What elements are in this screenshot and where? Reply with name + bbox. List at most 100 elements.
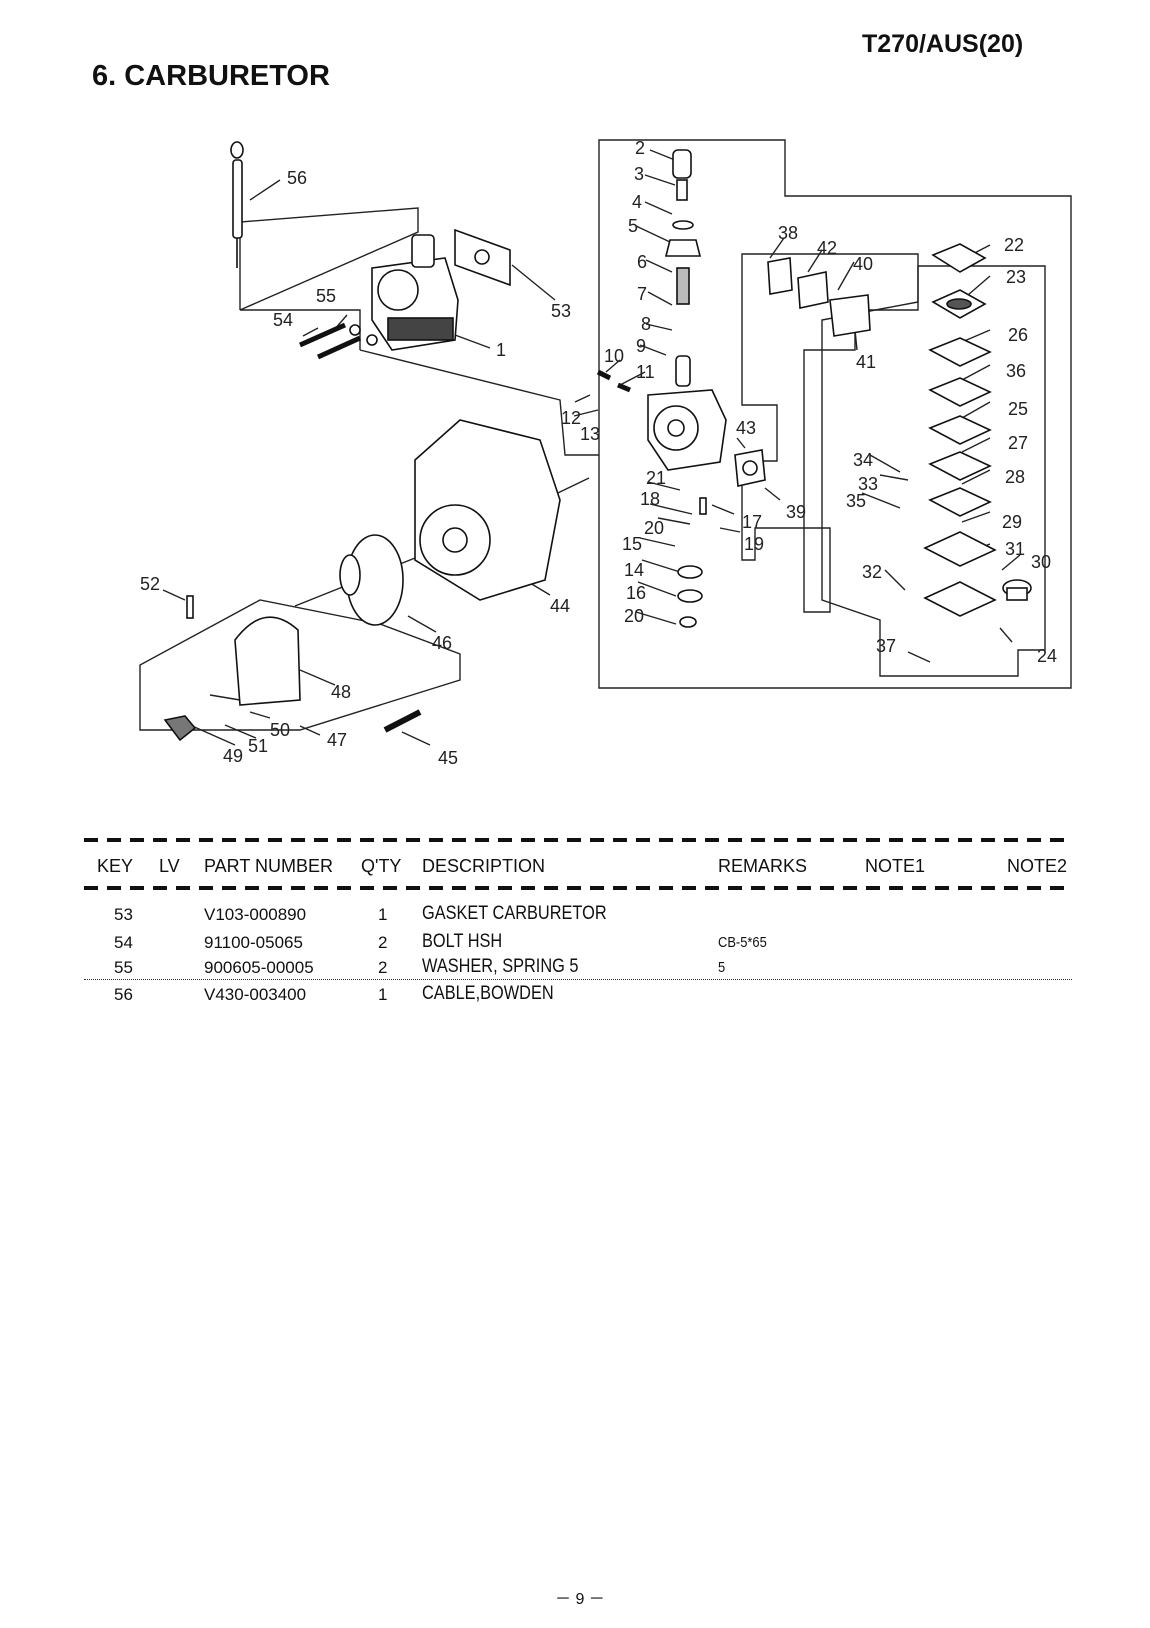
callout: 47 [327,730,347,750]
callout: 38 [778,223,798,243]
callout: 17 [742,512,762,532]
table-cell-qty: 1 [378,985,388,1004]
table-top-rule [84,838,1070,842]
callout: 37 [876,636,896,656]
callout: 8 [641,314,651,334]
callout: 7 [637,284,647,304]
callout: 20 [624,606,644,626]
callout: 12 [561,408,581,428]
table-cell-part: V103-000890 [204,905,307,924]
bowden-cable-part [232,159,243,239]
table-cell-key: 56 [114,985,133,1004]
table-cell-desc: WASHER, SPRING 5 [422,956,579,977]
callout: 3 [634,164,644,184]
callout: 34 [853,450,873,470]
callout: 15 [622,534,642,554]
table-cell-key: 54 [114,933,133,952]
callout: 24 [1037,646,1057,666]
table-header-rule [84,886,1070,890]
callout: 25 [1008,399,1028,419]
callout: 42 [817,238,837,258]
callout: 1 [496,340,506,360]
callout: 6 [637,252,647,272]
bolt-part [298,322,347,348]
callout-numbers: 1 2 3 4 5 6 7 8 9 10 11 12 13 14 15 16 1… [140,138,1057,768]
page-title: 6. CARBURETOR [92,60,330,92]
body-link-line [359,349,599,456]
callout: 33 [858,474,878,494]
carb-assembly-outline [239,207,419,311]
callout: 39 [786,502,806,522]
diaphragm-stack [923,243,1032,617]
callout: 51 [248,736,268,756]
table-cell-qty: 1 [378,905,388,924]
callout: 23 [1006,267,1026,287]
callout: 44 [550,596,570,616]
pump-group-outline [741,253,919,613]
callout: 45 [438,748,458,768]
col-header-key: KEY [97,856,134,876]
callout: 52 [140,574,160,594]
callout: 11 [636,362,655,382]
callout: 35 [846,491,866,511]
table-cell-desc: BOLT HSH [422,931,503,952]
col-header-note1: NOTE1 [865,856,926,876]
callout: 29 [1002,512,1022,532]
col-header-description: DESCRIPTION [422,856,546,876]
callout: 20 [644,518,664,538]
table-cell-key: 53 [114,905,133,924]
air-cleaner-cover-part [234,616,301,706]
carb-body-outline [598,139,1072,689]
callout: 49 [223,746,243,766]
callout: 18 [640,489,660,509]
callout: 21 [646,468,666,488]
callout: 48 [331,682,351,702]
callout: 19 [744,534,764,554]
diaphragm-group-outline [821,265,1046,677]
callout: 9 [636,336,646,356]
col-header-part-number: PART NUMBER [204,856,334,876]
callout: 54 [273,310,293,330]
callout: 56 [287,168,307,188]
callout: 13 [580,424,600,444]
callout: 4 [632,192,642,212]
callout: 43 [736,418,756,438]
callout: 31 [1005,539,1025,559]
table-cell-remarks: CB-5*65 [718,934,767,951]
page-number: － 9 － [555,1591,605,1608]
callout: 10 [604,346,624,366]
callout: 26 [1008,325,1028,345]
callout: 2 [635,138,645,158]
exploded-parts-diagram: 1 2 3 4 5 6 7 8 9 10 11 12 13 14 15 16 1… [139,138,1072,768]
callout: 53 [551,301,571,321]
callout: 41 [856,352,876,372]
table-cell-qty: 2 [378,933,388,952]
table-cell-part: 900605-00005 [204,958,314,977]
table-cell-remarks: 5 [718,959,726,976]
callout: 40 [853,254,873,274]
callout: 55 [316,286,336,306]
table-cell-part: 91100-05065 [204,933,303,952]
table-cell-desc: CABLE,BOWDEN [422,983,554,1004]
table-cell-part: V430-003400 [204,985,307,1004]
callout: 14 [624,560,644,580]
callout: 46 [432,633,452,653]
callout: 30 [1031,552,1051,572]
table-cell-qty: 2 [378,958,388,977]
model-code: T270/AUS(20) [862,30,1024,58]
callout: 28 [1005,467,1025,487]
callout: 27 [1008,433,1028,453]
callout: 36 [1006,361,1026,381]
callout: 16 [626,583,646,603]
col-header-note2: NOTE2 [1007,856,1068,876]
col-header-qty: Q'TY [361,856,402,876]
callout: 50 [270,720,290,740]
group-divider [84,979,1072,980]
table-cell-desc: GASKET CARBURETOR [422,903,607,924]
table-cell-key: 55 [114,958,133,977]
callout: 32 [862,562,882,582]
callout: 5 [628,216,638,236]
col-header-remarks: REMARKS [718,856,808,876]
air-cleaner-outline [139,599,461,731]
col-header-lv: LV [159,856,180,876]
